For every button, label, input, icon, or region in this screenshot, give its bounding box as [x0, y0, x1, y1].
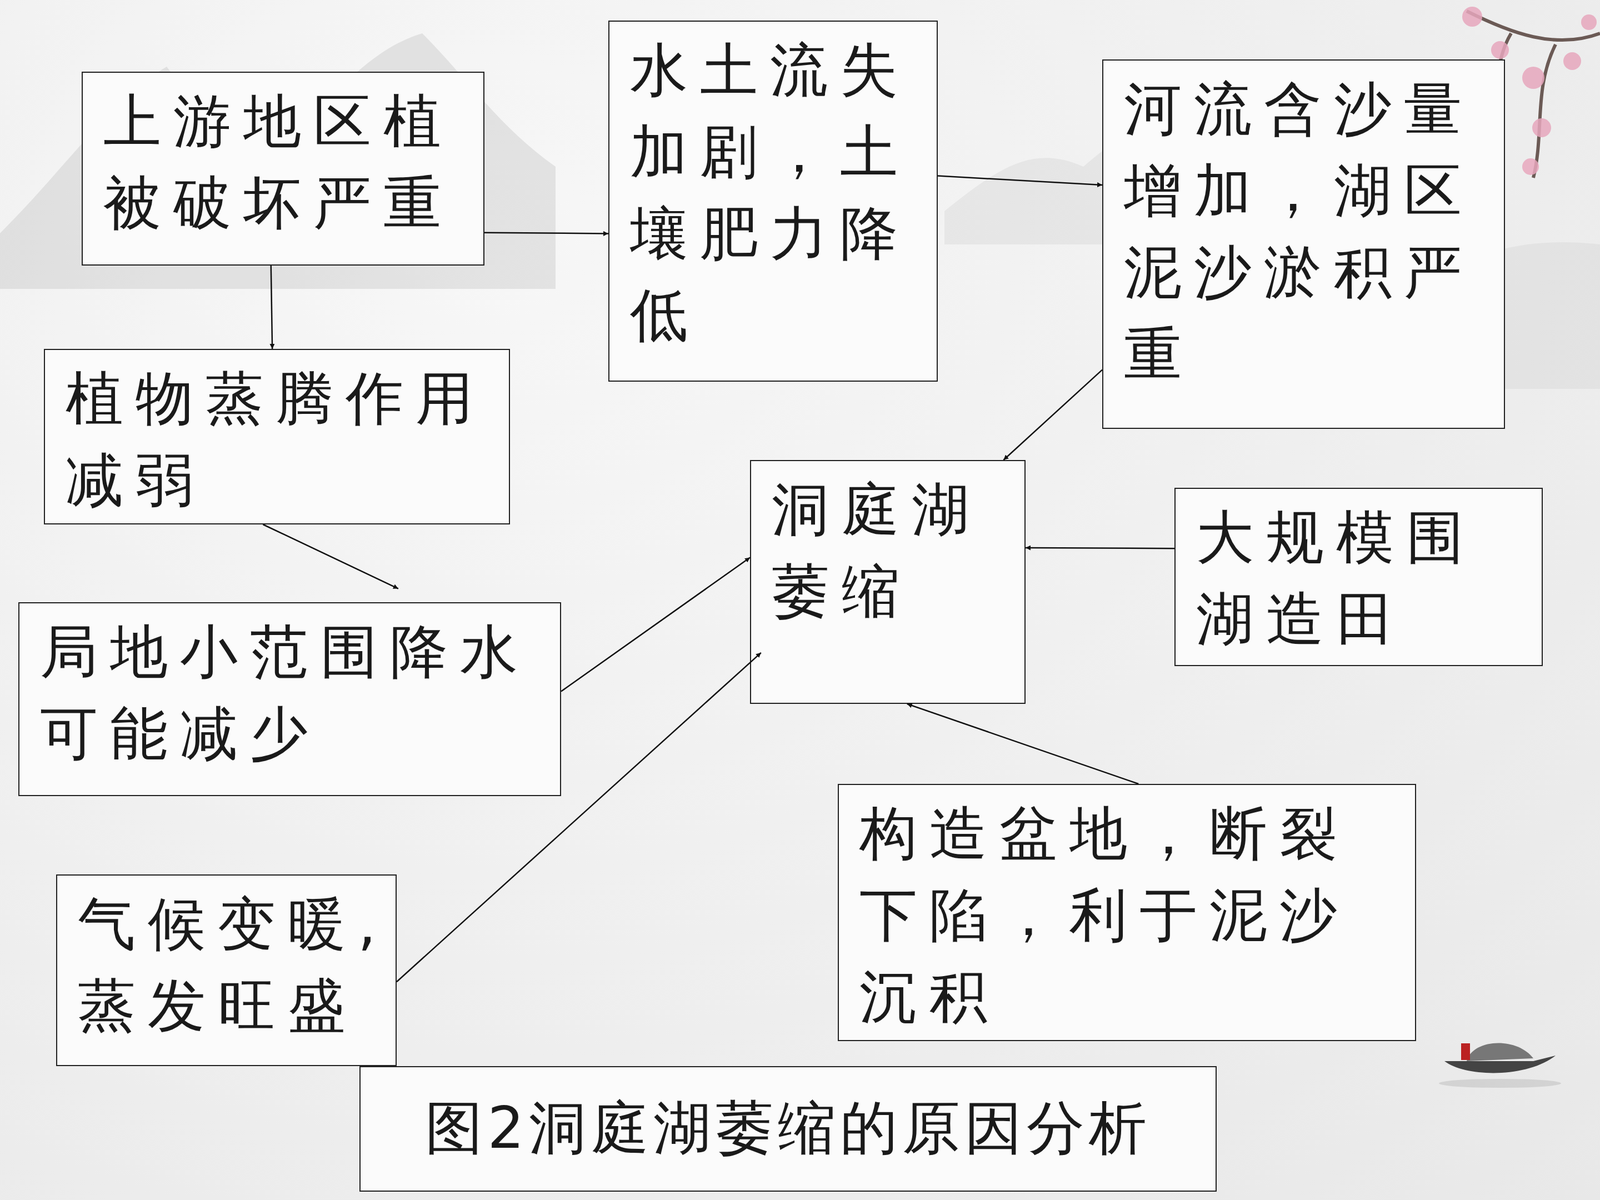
process-box: 大规模围湖造田 — [1174, 487, 1543, 667]
arrow-connector — [484, 232, 609, 234]
node-text: 构造盆地，断裂下陷，利于泥沙沉积 — [859, 792, 1410, 1038]
arrow-connector — [561, 557, 750, 692]
node-text: 局地小范围降水可能减少 — [40, 611, 555, 775]
node-text: 洞庭湖萎缩 — [771, 468, 1019, 633]
arrow-connector — [907, 703, 1139, 784]
arrow-connector — [262, 524, 399, 589]
process-box: 构造盆地，断裂下陷，利于泥沙沉积 — [837, 783, 1417, 1042]
node-text: 水土流失加剧，土壤肥力降低 — [630, 29, 932, 357]
arrow-connector — [1003, 370, 1103, 460]
process-box: 气候变暖,蒸发旺盛 — [56, 874, 397, 1067]
node-text: 植物蒸腾作用减弱 — [65, 357, 504, 522]
arrow-connector — [396, 652, 762, 982]
node-text: 大规模围湖造田 — [1196, 496, 1537, 660]
node-text: 河流含沙量增加，湖区泥沙淤积严重 — [1123, 68, 1499, 395]
node-text: 上游地区植被破坏严重 — [103, 80, 478, 244]
process-box: 洞庭湖萎缩 — [750, 460, 1026, 704]
process-box: 河流含沙量增加，湖区泥沙淤积严重 — [1102, 59, 1505, 429]
boat — [1438, 1042, 1562, 1088]
process-box: 水土流失加剧，土壤肥力降低 — [608, 20, 938, 382]
arrow-connector — [937, 176, 1103, 186]
process-box: 上游地区植被破坏严重 — [81, 71, 485, 266]
node-text: 气候变暖,蒸发旺盛 — [77, 883, 390, 1047]
arrow-connector — [1025, 547, 1175, 549]
figure-caption: 图2洞庭湖萎缩的原因分析 — [425, 1090, 1151, 1168]
process-box: 局地小范围降水可能减少 — [18, 602, 562, 797]
caption-box: 图2洞庭湖萎缩的原因分析 — [359, 1066, 1217, 1192]
arrow-connector — [271, 265, 273, 349]
process-box: 植物蒸腾作用减弱 — [43, 348, 510, 525]
